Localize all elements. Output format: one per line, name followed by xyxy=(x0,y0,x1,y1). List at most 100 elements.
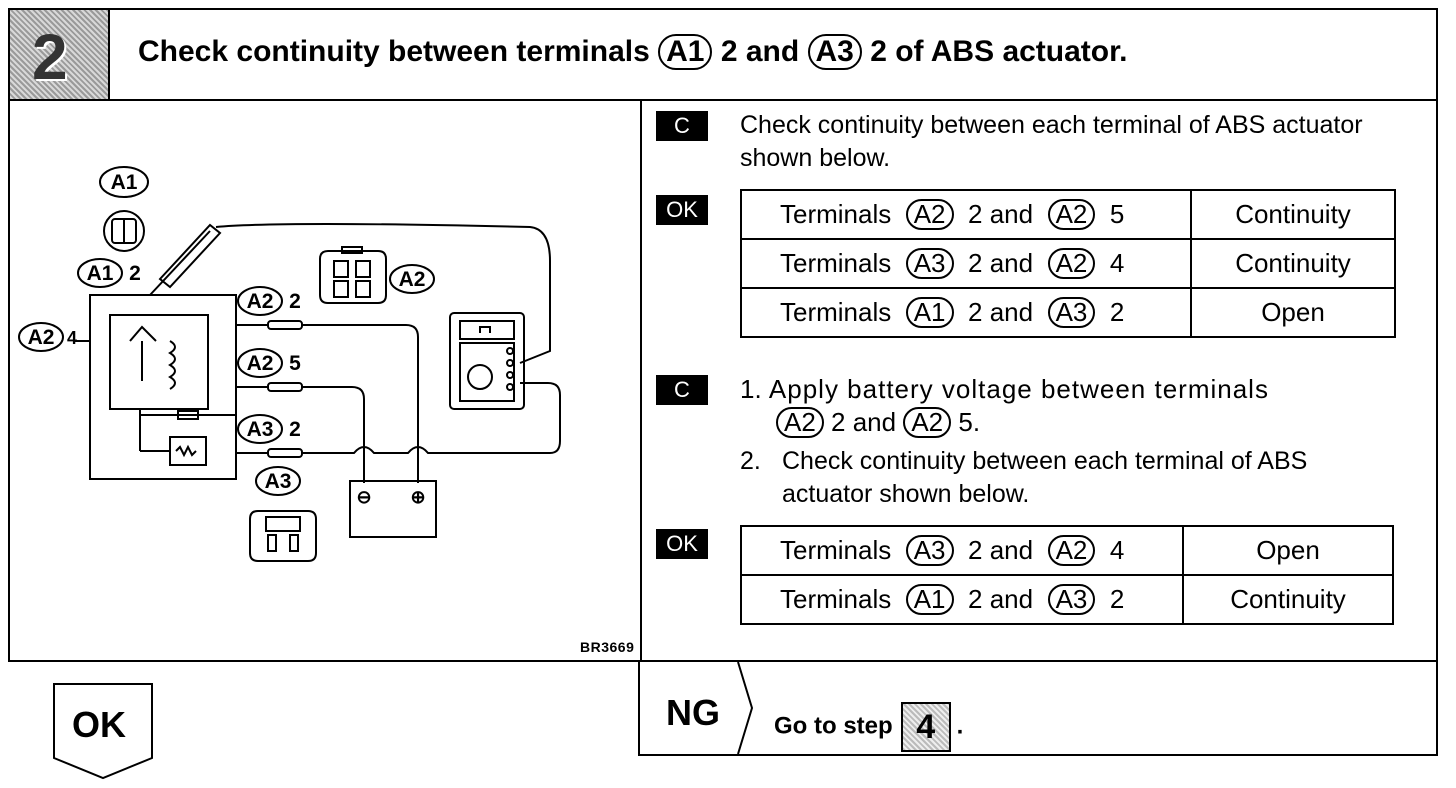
title-connector-a1: A1 xyxy=(658,34,713,70)
connector-a: A1 xyxy=(905,296,954,329)
and-label: and xyxy=(989,583,1034,614)
connector-b: A2 xyxy=(1047,198,1096,231)
terminals-label: Terminals xyxy=(780,534,892,565)
label-a2-2-pin: 2 xyxy=(289,290,301,313)
pin-b: 4 xyxy=(1109,247,1125,278)
title-text-2: 2 and xyxy=(712,35,808,68)
connector-a: A3 xyxy=(905,247,954,280)
instructions-panel: C Check continuity between each terminal… xyxy=(640,99,1438,662)
pin-a: 2 xyxy=(968,583,983,614)
connector-b: A2 xyxy=(1047,247,1096,280)
multimeter-shape xyxy=(449,312,525,410)
label-a1-pin: 2 xyxy=(129,262,141,285)
label-a3-connector: A3 xyxy=(265,470,292,493)
terminals-label: Terminals xyxy=(780,296,892,327)
terminals-label: Terminals xyxy=(780,198,892,229)
ng-chevron xyxy=(737,662,754,754)
table-row: Terminals A3 2 and A2 4 Open xyxy=(740,525,1394,576)
condition-tag-1: C xyxy=(656,111,708,141)
a1-connector-shape xyxy=(103,210,145,252)
connector-a: A3 xyxy=(905,534,954,567)
step1-number: 1. xyxy=(740,374,762,404)
pin-b: 2 xyxy=(1109,296,1125,327)
and-label: and xyxy=(989,534,1034,565)
result-cell: Open xyxy=(1190,287,1396,338)
goto-text: Go to step xyxy=(774,712,893,740)
connector-b: A3 xyxy=(1047,296,1096,329)
battery-plus: ⊕ xyxy=(410,487,425,507)
step1-mid: 2 and xyxy=(823,407,904,437)
a1-top-label-oval xyxy=(99,166,149,198)
ok-arrow-box xyxy=(53,683,153,780)
terminals-label: Terminals xyxy=(780,583,892,614)
connector-b: A3 xyxy=(1047,583,1096,616)
label-a1-top: A1 xyxy=(111,171,138,194)
battery-minus: ⊖ xyxy=(356,487,371,507)
and-label: and xyxy=(989,247,1034,278)
pin-a: 2 xyxy=(968,534,983,565)
connector-a: A1 xyxy=(905,583,954,616)
pin-a: 2 xyxy=(968,296,983,327)
label-a2-side-pin: 4 xyxy=(67,328,77,348)
result-cell: Continuity xyxy=(1190,238,1396,289)
step1-text: Apply battery voltage between terminals xyxy=(768,374,1269,404)
terminal-pair-cell: Terminals A1 2 and A3 2 xyxy=(740,574,1184,625)
terminal-pair-cell: Terminals A3 2 and A2 4 xyxy=(740,238,1192,289)
connector-b: A2 xyxy=(1047,534,1096,567)
diagram-panel: A1 A1 2 A2 4 A2 A2 2 A2 5 A3 2 A3 ⊖ ⊕ BR… xyxy=(8,99,642,662)
step1-connector-b: A2 xyxy=(903,407,952,439)
title-connector-a3: A3 xyxy=(807,34,862,70)
label-a1-pin-conn: A1 xyxy=(87,262,114,285)
terminal-pair-cell: Terminals A1 2 and A3 2 xyxy=(740,287,1192,338)
ok-label: OK xyxy=(72,704,126,745)
step-header: 2 Check continuity between terminals A1 … xyxy=(8,8,1438,101)
label-a2-side-conn: A2 xyxy=(28,326,55,349)
condition-tag-2: C xyxy=(656,375,708,405)
step-number: 2 xyxy=(32,21,68,93)
ng-label: NG xyxy=(666,692,720,733)
ok-tag-2: OK xyxy=(656,529,708,559)
connector-a: A2 xyxy=(905,198,954,231)
section1-text: Check continuity between each terminal o… xyxy=(740,111,1363,172)
terminals-label: Terminals xyxy=(780,247,892,278)
wiring-diagram: A1 A1 2 A2 4 A2 A2 2 A2 5 A3 2 A3 ⊖ ⊕ xyxy=(18,166,561,562)
and-label: and xyxy=(989,296,1034,327)
pin-b: 2 xyxy=(1109,583,1125,614)
title-text-1: Check continuity between terminals xyxy=(138,35,659,68)
a2-connector-shape xyxy=(319,250,387,304)
pin-b: 4 xyxy=(1109,534,1125,565)
terminal-pair-cell: Terminals A2 2 and A2 5 xyxy=(740,189,1192,240)
label-a2-5-pin: 5 xyxy=(289,352,301,375)
a3-connector-shape xyxy=(249,510,317,562)
goto-end: . xyxy=(956,712,964,740)
title-text-3: 2 of ABS actuator. xyxy=(861,35,1128,68)
step-title: Check continuity between terminals A1 2 … xyxy=(138,34,1127,70)
pin-a: 2 xyxy=(968,247,983,278)
and-label: and xyxy=(989,198,1034,229)
pin-a: 2 xyxy=(968,198,983,229)
label-a3-2-conn: A3 xyxy=(247,418,274,441)
battery-shape xyxy=(349,480,437,538)
ok-tag-1: OK xyxy=(656,195,708,225)
section2-step1: 1. Apply battery voltage between termina… xyxy=(740,373,1400,439)
step1-end: 5. xyxy=(951,407,981,437)
label-a2-5-conn: A2 xyxy=(247,352,274,375)
step-number-badge: 2 xyxy=(10,10,110,101)
step2-text: Check continuity between each terminal o… xyxy=(782,447,1308,508)
label-a2-connector: A2 xyxy=(399,268,426,291)
step1-connector-a: A2 xyxy=(776,407,824,439)
goto-step-number[interactable]: 4 xyxy=(900,702,951,752)
label-a2-2-conn: A2 xyxy=(247,290,274,313)
step2-number: 2. xyxy=(740,447,761,475)
result-cell: Open xyxy=(1182,525,1394,576)
result-cell: Continuity xyxy=(1182,574,1394,625)
label-a3-2-pin: 2 xyxy=(289,418,301,441)
figure-code: BR3669 xyxy=(580,639,635,655)
